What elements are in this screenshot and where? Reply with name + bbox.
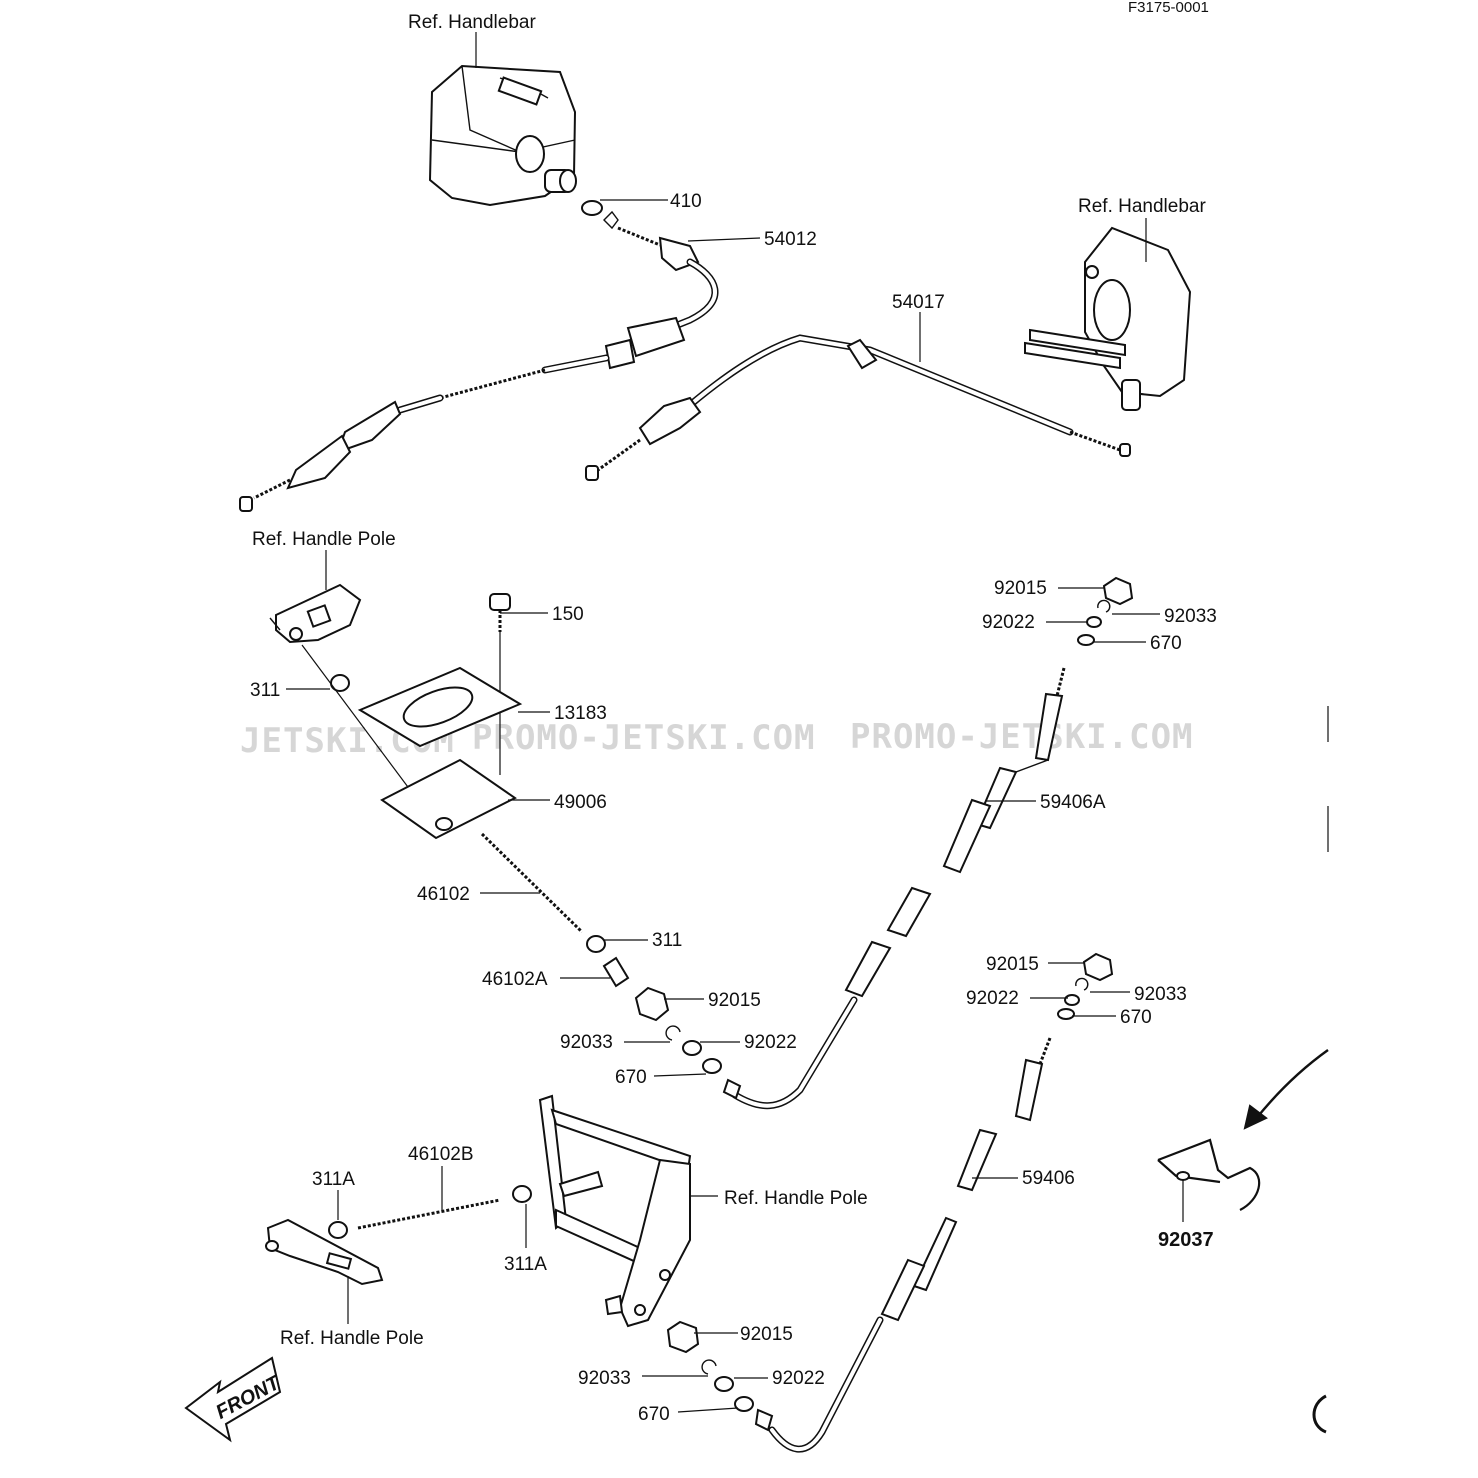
label-92015-d: 92015 bbox=[740, 1324, 793, 1345]
label-92022-c: 92022 bbox=[966, 988, 1019, 1009]
label-92033-c: 92033 bbox=[1134, 984, 1187, 1005]
label-ref-handlebar-right: Ref. Handlebar bbox=[1078, 196, 1206, 217]
bolt-150 bbox=[489, 593, 511, 632]
direction-arrow bbox=[1243, 1049, 1329, 1130]
label-150: 150 bbox=[552, 604, 584, 625]
label-670-b: 670 bbox=[1150, 633, 1182, 654]
nut-92015-b bbox=[1102, 576, 1134, 606]
leader-lines bbox=[286, 32, 1184, 1413]
label-ref-handle-pole-bottom: Ref. Handle Pole bbox=[280, 1328, 424, 1349]
spacer-311A-left bbox=[328, 1221, 348, 1239]
label-92022-a: 92022 bbox=[744, 1032, 797, 1053]
label-ref-handle-pole-mid: Ref. Handle Pole bbox=[724, 1188, 868, 1209]
label-92015-b: 92015 bbox=[994, 578, 1047, 599]
label-49006: 49006 bbox=[554, 792, 607, 813]
label-410: 410 bbox=[670, 191, 702, 212]
label-92033-b: 92033 bbox=[1164, 606, 1217, 627]
watermark-2: PROMO-JETSKI.COM bbox=[472, 718, 816, 758]
label-92037: 92037 bbox=[1158, 1229, 1214, 1251]
nut-92015-d bbox=[666, 1320, 700, 1354]
clip-92033-a bbox=[665, 1025, 681, 1041]
label-311-top: 311 bbox=[250, 680, 280, 701]
throttle-housing bbox=[428, 64, 577, 207]
cable-59406 bbox=[754, 1037, 1052, 1453]
clip-92033-c bbox=[1075, 977, 1089, 991]
washer-670-a bbox=[702, 1058, 722, 1074]
gasket-13183 bbox=[357, 666, 523, 748]
nut-92015-a bbox=[634, 986, 670, 1022]
washer-92022-a bbox=[682, 1040, 702, 1056]
washer-92022-d bbox=[714, 1376, 734, 1392]
label-92015-a: 92015 bbox=[708, 990, 761, 1011]
pole-arm-bottom bbox=[265, 1218, 384, 1286]
label-92022-b: 92022 bbox=[982, 612, 1035, 633]
label-670-d: 670 bbox=[638, 1404, 670, 1425]
label-ref-handle-pole-top: Ref. Handle Pole bbox=[252, 529, 396, 550]
spacer-311-mid bbox=[586, 935, 606, 953]
cable-59406A bbox=[722, 667, 1066, 1110]
rod-46102B bbox=[357, 1198, 501, 1230]
label-54012: 54012 bbox=[764, 229, 817, 250]
label-92033-d: 92033 bbox=[578, 1368, 631, 1389]
spacer-311A-right bbox=[512, 1185, 532, 1203]
clip-92033-b bbox=[1097, 599, 1111, 613]
pole-bracket-frame bbox=[538, 1094, 692, 1328]
lever-housing bbox=[1024, 226, 1192, 411]
pole-arm-top bbox=[269, 583, 362, 644]
label-59406: 59406 bbox=[1022, 1168, 1075, 1189]
part-labels: Ref. Handlebar 410 54012 54017 Ref. Hand… bbox=[250, 12, 1217, 1425]
label-46102A: 46102A bbox=[482, 969, 548, 990]
spring-clip-92037 bbox=[1157, 1138, 1261, 1211]
label-13183: 13183 bbox=[554, 703, 607, 724]
collar-46102A bbox=[602, 956, 630, 988]
nut-92015-c bbox=[1082, 952, 1114, 982]
label-59406A: 59406A bbox=[1040, 792, 1106, 813]
label-92033-a: 92033 bbox=[560, 1032, 613, 1053]
label-92022-d: 92022 bbox=[772, 1368, 825, 1389]
plate-49006 bbox=[380, 758, 517, 840]
edge-bracket bbox=[1312, 1394, 1327, 1434]
throttle-cable-54012 bbox=[239, 200, 719, 512]
label-46102B: 46102B bbox=[408, 1144, 474, 1165]
label-ref-handlebar-left: Ref. Handlebar bbox=[408, 12, 536, 33]
label-670-c: 670 bbox=[1120, 1007, 1152, 1028]
front-arrow: FRONT bbox=[184, 1356, 285, 1443]
washer-670-d bbox=[734, 1396, 754, 1412]
cable-54017 bbox=[585, 334, 1131, 481]
watermark-3: PROMO-JETSKI.COM bbox=[850, 717, 1194, 757]
label-92015-c: 92015 bbox=[986, 954, 1039, 975]
washer-670-b bbox=[1077, 634, 1095, 646]
washer-670-c bbox=[1057, 1008, 1075, 1020]
washer-92022-c bbox=[1064, 994, 1080, 1006]
label-311A-left: 311A bbox=[312, 1169, 355, 1190]
rod-46102 bbox=[480, 832, 584, 934]
label-670-a: 670 bbox=[615, 1067, 647, 1088]
label-311-mid: 311 bbox=[652, 930, 682, 951]
spacer-311-top bbox=[330, 674, 350, 692]
label-311A-right: 311A bbox=[504, 1254, 547, 1275]
washer-92022-b bbox=[1086, 616, 1102, 628]
label-46102: 46102 bbox=[417, 884, 470, 905]
label-54017: 54017 bbox=[892, 292, 945, 313]
clip-92033-d bbox=[701, 1359, 717, 1375]
diagram-code: F3175-0001 bbox=[1128, 0, 1209, 16]
